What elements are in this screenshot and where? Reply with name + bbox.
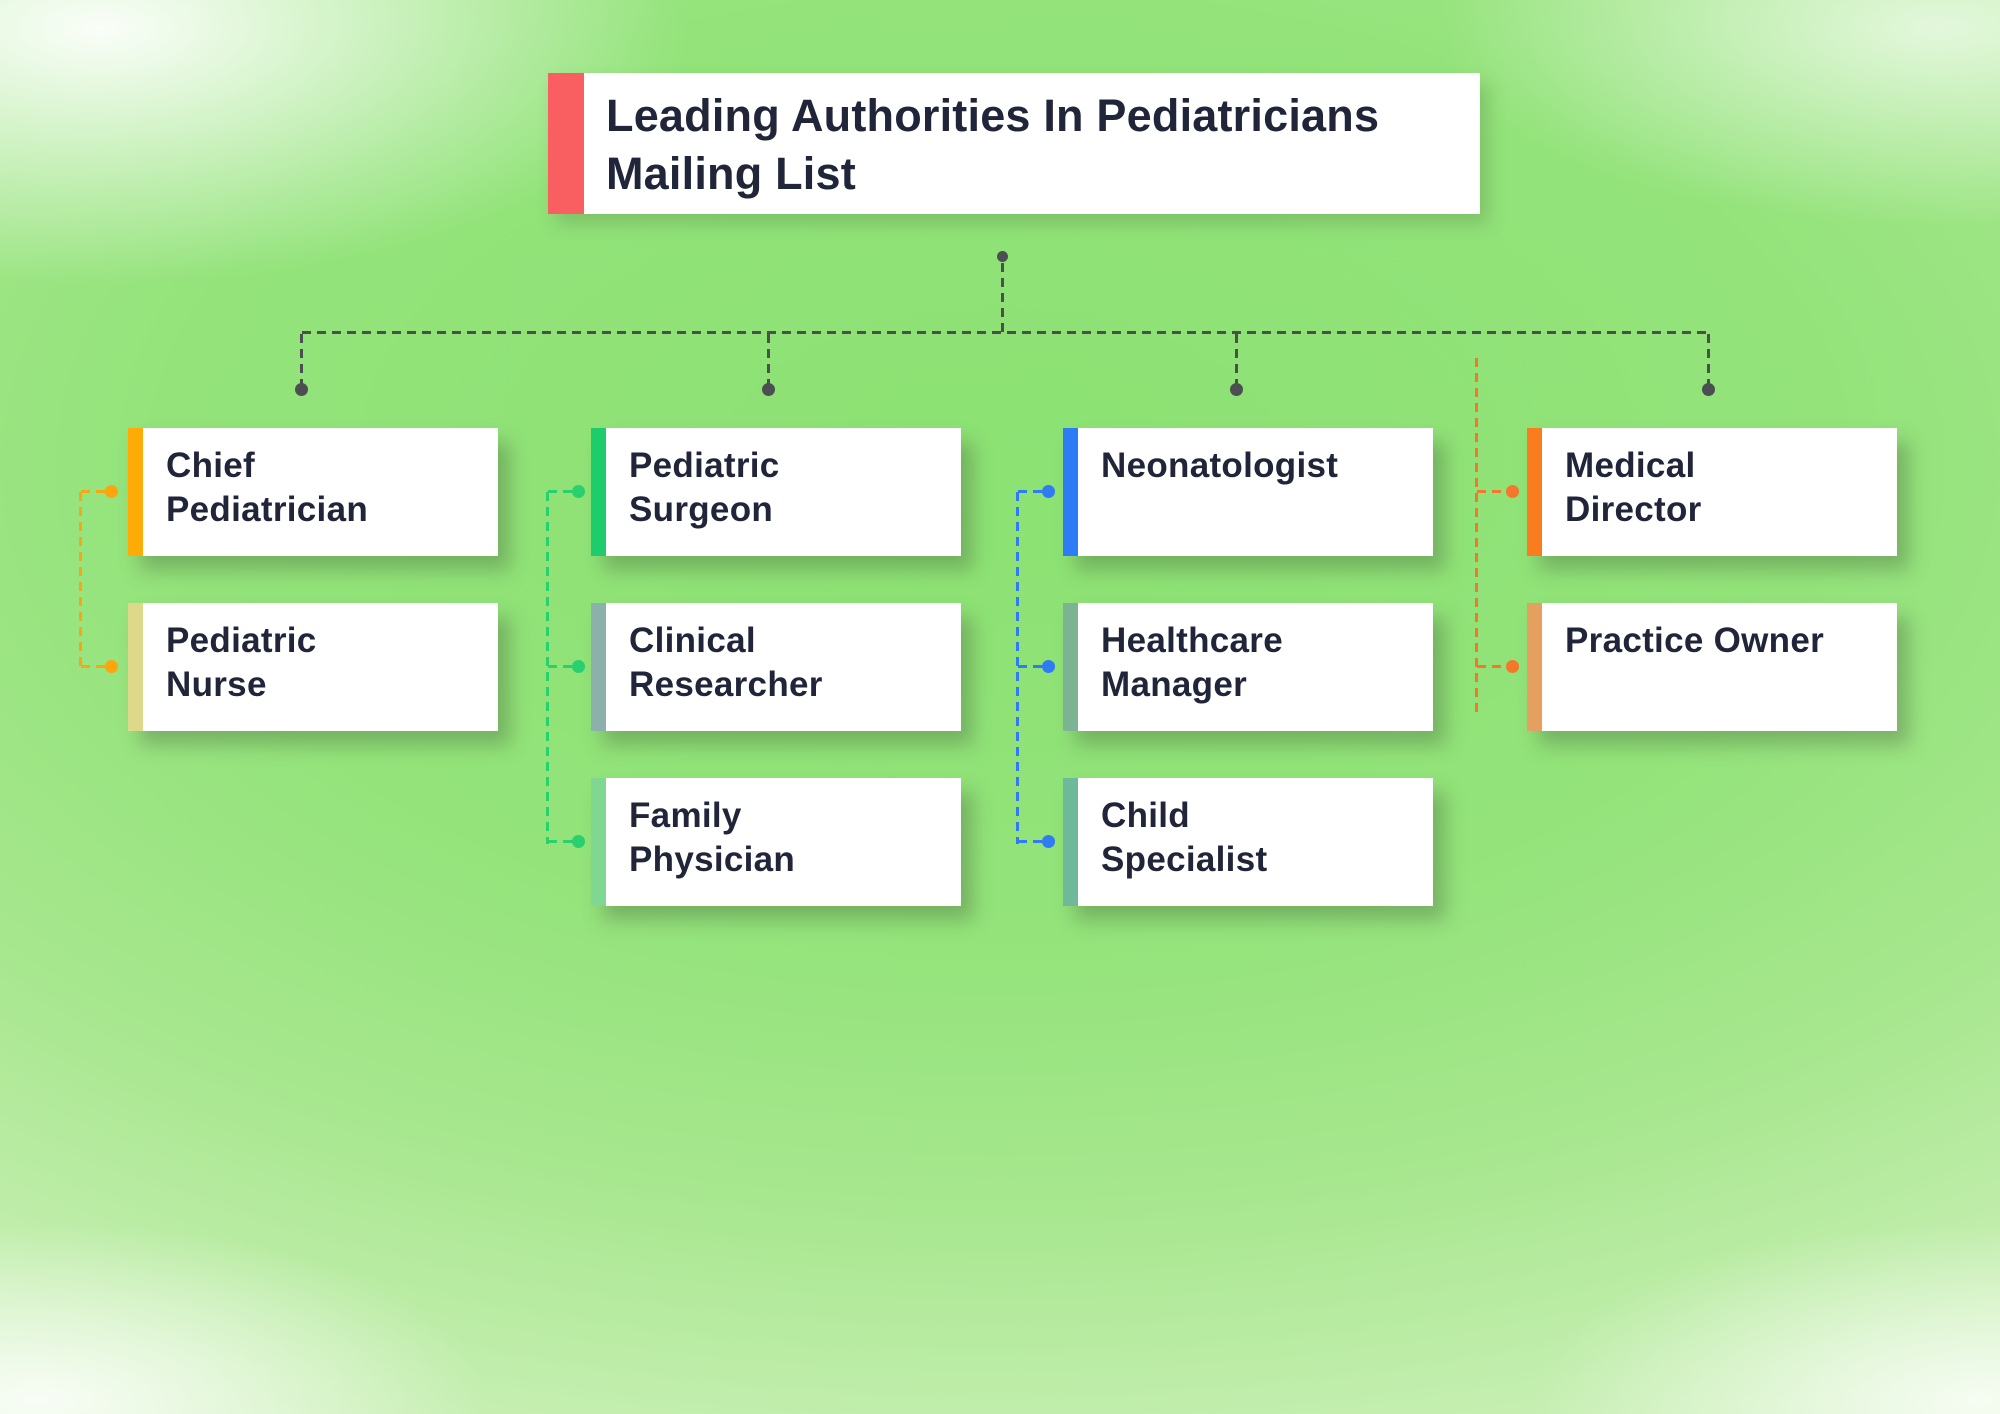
- branch-1-dot-2: [105, 660, 118, 673]
- node-card-practice-owner: Practice Owner: [1527, 603, 1897, 731]
- branch-1-vline: [79, 492, 82, 669]
- node-label: Chief Pediatrician: [166, 446, 369, 530]
- node-label: Medical Director: [1565, 446, 1702, 530]
- trunk-horizontal-line: [302, 331, 1710, 334]
- branch-3-stub-2: [1018, 665, 1043, 668]
- branch-3-stub-1: [1018, 490, 1043, 493]
- node-card-child-specialist: Child Specialist: [1063, 778, 1433, 906]
- trunk-stub-4: [1707, 334, 1710, 384]
- branch-3-anchor-dot: [1230, 383, 1243, 396]
- node-label: Clinical Researcher: [629, 621, 823, 705]
- branch-2-stub-3: [548, 840, 573, 843]
- trunk-top-dot: [997, 251, 1008, 262]
- node-label: Healthcare Manager: [1101, 621, 1283, 705]
- branch-4-dot-1: [1506, 485, 1519, 498]
- branch-4-anchor-dot: [1702, 383, 1715, 396]
- branch-1-stub-1: [81, 490, 106, 493]
- branch-2-anchor-dot: [762, 383, 775, 396]
- node-label: Family Physician: [629, 796, 796, 880]
- trunk-stub-3: [1235, 334, 1238, 384]
- branch-2-stub-1: [548, 490, 573, 493]
- node-label: Practice Owner: [1565, 621, 1825, 660]
- branch-4-dot-2: [1506, 660, 1519, 673]
- trunk-drop-line: [1001, 263, 1004, 332]
- node-label: Pediatric Nurse: [166, 621, 317, 705]
- trunk-stub-2: [767, 334, 770, 384]
- trunk-stub-1: [300, 334, 303, 384]
- branch-4-stub-2: [1477, 665, 1506, 668]
- branch-1-dot-1: [105, 485, 118, 498]
- title-card: Leading Authorities In Pediatricians Mai…: [548, 73, 1480, 214]
- node-card-healthcare-manager: Healthcare Manager: [1063, 603, 1433, 731]
- node-card-family-physician: Family Physician: [591, 778, 961, 906]
- branch-3-dot-3: [1042, 835, 1055, 848]
- branch-2-vline: [546, 492, 549, 844]
- branch-3-dot-2: [1042, 660, 1055, 673]
- branch-3-dot-1: [1042, 485, 1055, 498]
- branch-2-dot-1: [572, 485, 585, 498]
- branch-4-vline: [1475, 358, 1478, 714]
- page-title: Leading Authorities In Pediatricians Mai…: [606, 90, 1380, 199]
- node-card-pediatric-nurse: Pediatric Nurse: [128, 603, 498, 731]
- node-card-clinical-researcher: Clinical Researcher: [591, 603, 961, 731]
- node-card-chief-pediatrician: Chief Pediatrician: [128, 428, 498, 556]
- branch-1-anchor-dot: [295, 383, 308, 396]
- branch-3-vline: [1016, 492, 1019, 844]
- node-label: Pediatric Surgeon: [629, 446, 780, 530]
- node-card-neonatologist: Neonatologist: [1063, 428, 1433, 556]
- branch-1-stub-2: [81, 665, 106, 668]
- branch-2-stub-2: [548, 665, 573, 668]
- node-label: Neonatologist: [1101, 446, 1339, 485]
- branch-2-dot-3: [572, 835, 585, 848]
- node-label: Child Specialist: [1101, 796, 1268, 880]
- branch-2-dot-2: [572, 660, 585, 673]
- branch-4-stub-1: [1477, 490, 1506, 493]
- node-card-medical-director: Medical Director: [1527, 428, 1897, 556]
- branch-3-stub-3: [1018, 840, 1043, 843]
- node-card-pediatric-surgeon: Pediatric Surgeon: [591, 428, 961, 556]
